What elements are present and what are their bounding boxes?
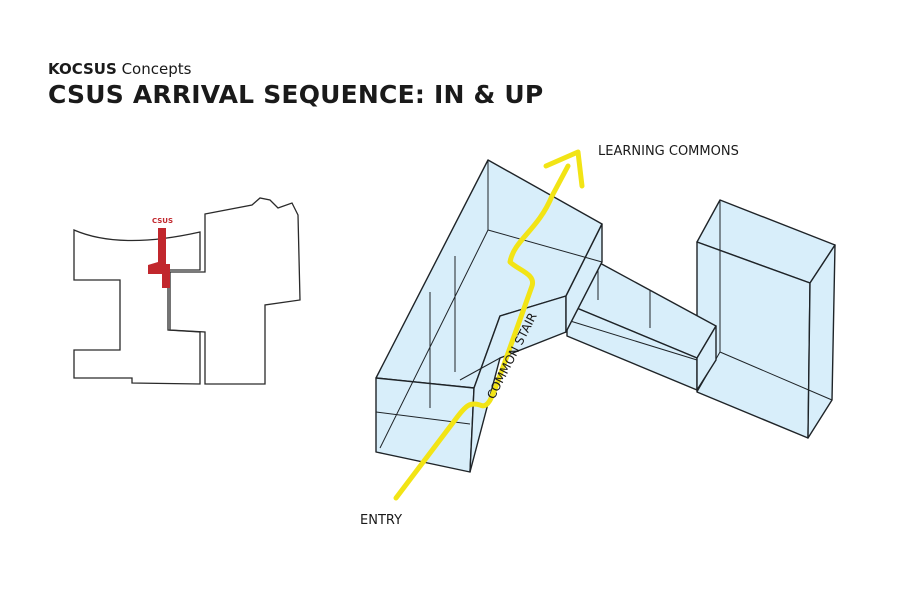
label-learning-commons: LEARNING COMMONS bbox=[598, 144, 739, 159]
site-plan-outline-right bbox=[169, 197, 301, 385]
brand-subtitle: Concepts bbox=[121, 60, 192, 78]
csus-marker-label: CSUS bbox=[152, 217, 173, 225]
page-title: CSUS ARRIVAL SEQUENCE: IN & UP bbox=[48, 80, 544, 109]
site-plan-highlight: CSUS bbox=[148, 217, 173, 288]
header: KOCSUS Concepts CSUS ARRIVAL SEQUENCE: I… bbox=[48, 60, 543, 110]
main-interior-lines bbox=[375, 160, 603, 449]
tower-volume bbox=[696, 199, 836, 439]
brand-name: KOCSUS bbox=[48, 60, 117, 78]
site-plan-outline-left bbox=[73, 229, 201, 385]
arrival-path-line bbox=[393, 163, 571, 501]
csus-highlight bbox=[148, 228, 170, 288]
main-volume bbox=[375, 159, 603, 473]
arrival-path bbox=[393, 149, 585, 501]
arrow-head-icon bbox=[543, 149, 585, 189]
bridge-end-face bbox=[696, 325, 717, 391]
site-plan bbox=[73, 197, 301, 385]
building-volumes bbox=[375, 159, 836, 473]
label-entry: ENTRY bbox=[360, 513, 402, 528]
brand-line: KOCSUS Concepts bbox=[48, 60, 543, 78]
